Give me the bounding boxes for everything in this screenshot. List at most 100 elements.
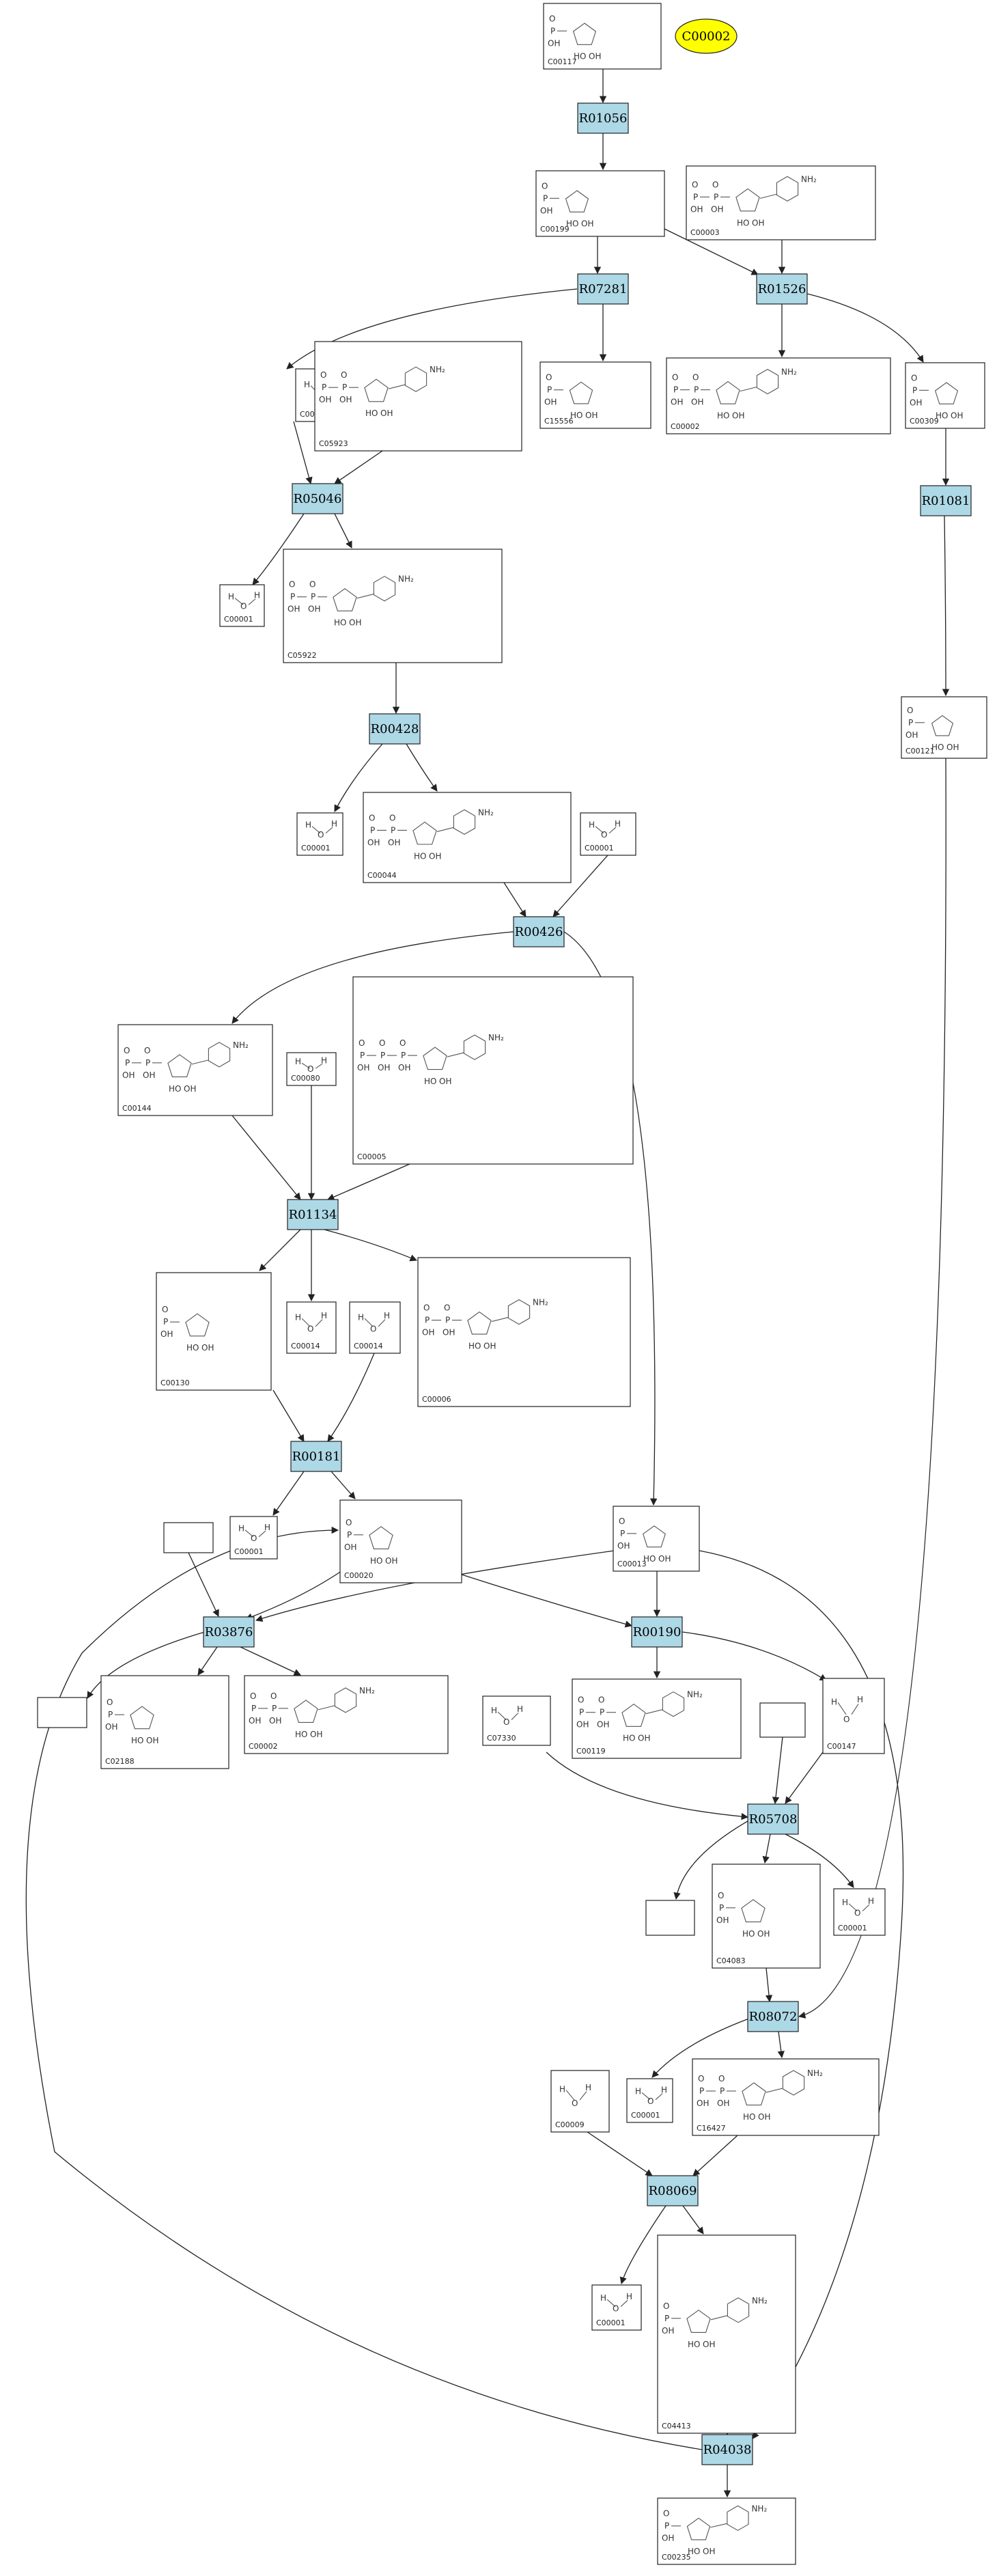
compound-box[interactable] bbox=[352, 976, 634, 1165]
compound-box[interactable] bbox=[417, 1257, 631, 1407]
compound-box[interactable] bbox=[156, 1272, 272, 1391]
compound-box[interactable] bbox=[591, 2284, 642, 2331]
compound-box[interactable] bbox=[901, 696, 987, 759]
reaction-node[interactable]: R01081 bbox=[920, 485, 972, 516]
compound-box[interactable] bbox=[283, 549, 503, 663]
highlight-ellipse[interactable] bbox=[675, 18, 738, 54]
compound-box[interactable] bbox=[37, 1697, 87, 1728]
compound-box[interactable] bbox=[645, 1900, 695, 1936]
reaction-node[interactable]: R07281 bbox=[577, 273, 629, 305]
reaction-node[interactable]: R04038 bbox=[701, 2434, 753, 2465]
reaction-node[interactable]: R01526 bbox=[756, 273, 808, 305]
reaction-box[interactable] bbox=[920, 485, 972, 516]
reaction-node[interactable]: R00428 bbox=[369, 713, 421, 745]
compound-node[interactable] bbox=[163, 1522, 214, 1553]
reaction-node[interactable]: R00181 bbox=[290, 1441, 342, 1472]
reaction-box[interactable] bbox=[203, 1616, 255, 1648]
compound-box[interactable] bbox=[349, 1301, 401, 1354]
compound-box[interactable] bbox=[822, 1678, 885, 1754]
reaction-node[interactable]: R00190 bbox=[631, 1616, 683, 1648]
compound-box[interactable] bbox=[163, 1522, 214, 1553]
compound-box[interactable] bbox=[550, 2070, 610, 2133]
reaction-box[interactable] bbox=[631, 1616, 683, 1648]
highlight-compound[interactable]: C00002 bbox=[675, 18, 738, 54]
reaction-box[interactable] bbox=[756, 273, 808, 305]
reaction-node[interactable]: R01056 bbox=[577, 102, 629, 134]
compound-box[interactable] bbox=[833, 1888, 886, 1936]
compound-box[interactable] bbox=[759, 1702, 806, 1738]
reaction-box[interactable] bbox=[747, 1803, 799, 1835]
compound-box[interactable] bbox=[363, 792, 572, 883]
compound-box[interactable] bbox=[626, 2078, 673, 2123]
compound-box[interactable] bbox=[712, 1864, 821, 1969]
compound-box[interactable] bbox=[905, 362, 985, 429]
reaction-node[interactable]: R03876 bbox=[203, 1616, 255, 1648]
compound-node[interactable] bbox=[645, 1900, 695, 1936]
reaction-box[interactable] bbox=[292, 483, 343, 514]
compound-box[interactable] bbox=[286, 1301, 337, 1354]
compound-box[interactable] bbox=[657, 2234, 796, 2434]
compound-box[interactable] bbox=[286, 1052, 337, 1086]
compound-box[interactable] bbox=[666, 357, 891, 434]
compound-box[interactable] bbox=[539, 361, 651, 429]
compound-box[interactable] bbox=[100, 1675, 229, 1769]
compound-box[interactable] bbox=[543, 3, 662, 70]
reaction-node[interactable]: R05046 bbox=[292, 483, 343, 514]
compound-box[interactable] bbox=[580, 812, 636, 856]
reaction-box[interactable] bbox=[647, 2175, 699, 2206]
reaction-box[interactable] bbox=[577, 102, 629, 134]
compound-box[interactable] bbox=[229, 1516, 278, 1560]
reaction-box[interactable] bbox=[513, 916, 565, 947]
compound-box[interactable] bbox=[686, 165, 876, 240]
compound-box[interactable] bbox=[219, 584, 265, 627]
compound-box[interactable] bbox=[482, 1695, 551, 1746]
compound-box[interactable] bbox=[339, 1499, 462, 1583]
reaction-box[interactable] bbox=[577, 273, 629, 305]
compound-box[interactable] bbox=[117, 1024, 273, 1116]
reaction-box[interactable] bbox=[290, 1441, 342, 1472]
compound-box[interactable] bbox=[657, 2497, 796, 2565]
compound-box[interactable] bbox=[572, 1678, 742, 1759]
compound-box[interactable] bbox=[692, 2058, 880, 2136]
reaction-node[interactable]: R01134 bbox=[287, 1199, 339, 1230]
compound-box[interactable] bbox=[314, 341, 522, 452]
reaction-node[interactable]: R08069 bbox=[647, 2175, 699, 2206]
reaction-node[interactable]: R05708 bbox=[747, 1803, 799, 1835]
compound-node[interactable] bbox=[37, 1697, 87, 1728]
reaction-box[interactable] bbox=[747, 2001, 799, 2032]
compound-box[interactable] bbox=[613, 1506, 700, 1572]
reaction-node[interactable]: R00426 bbox=[513, 916, 565, 947]
reaction-box[interactable] bbox=[369, 713, 421, 745]
